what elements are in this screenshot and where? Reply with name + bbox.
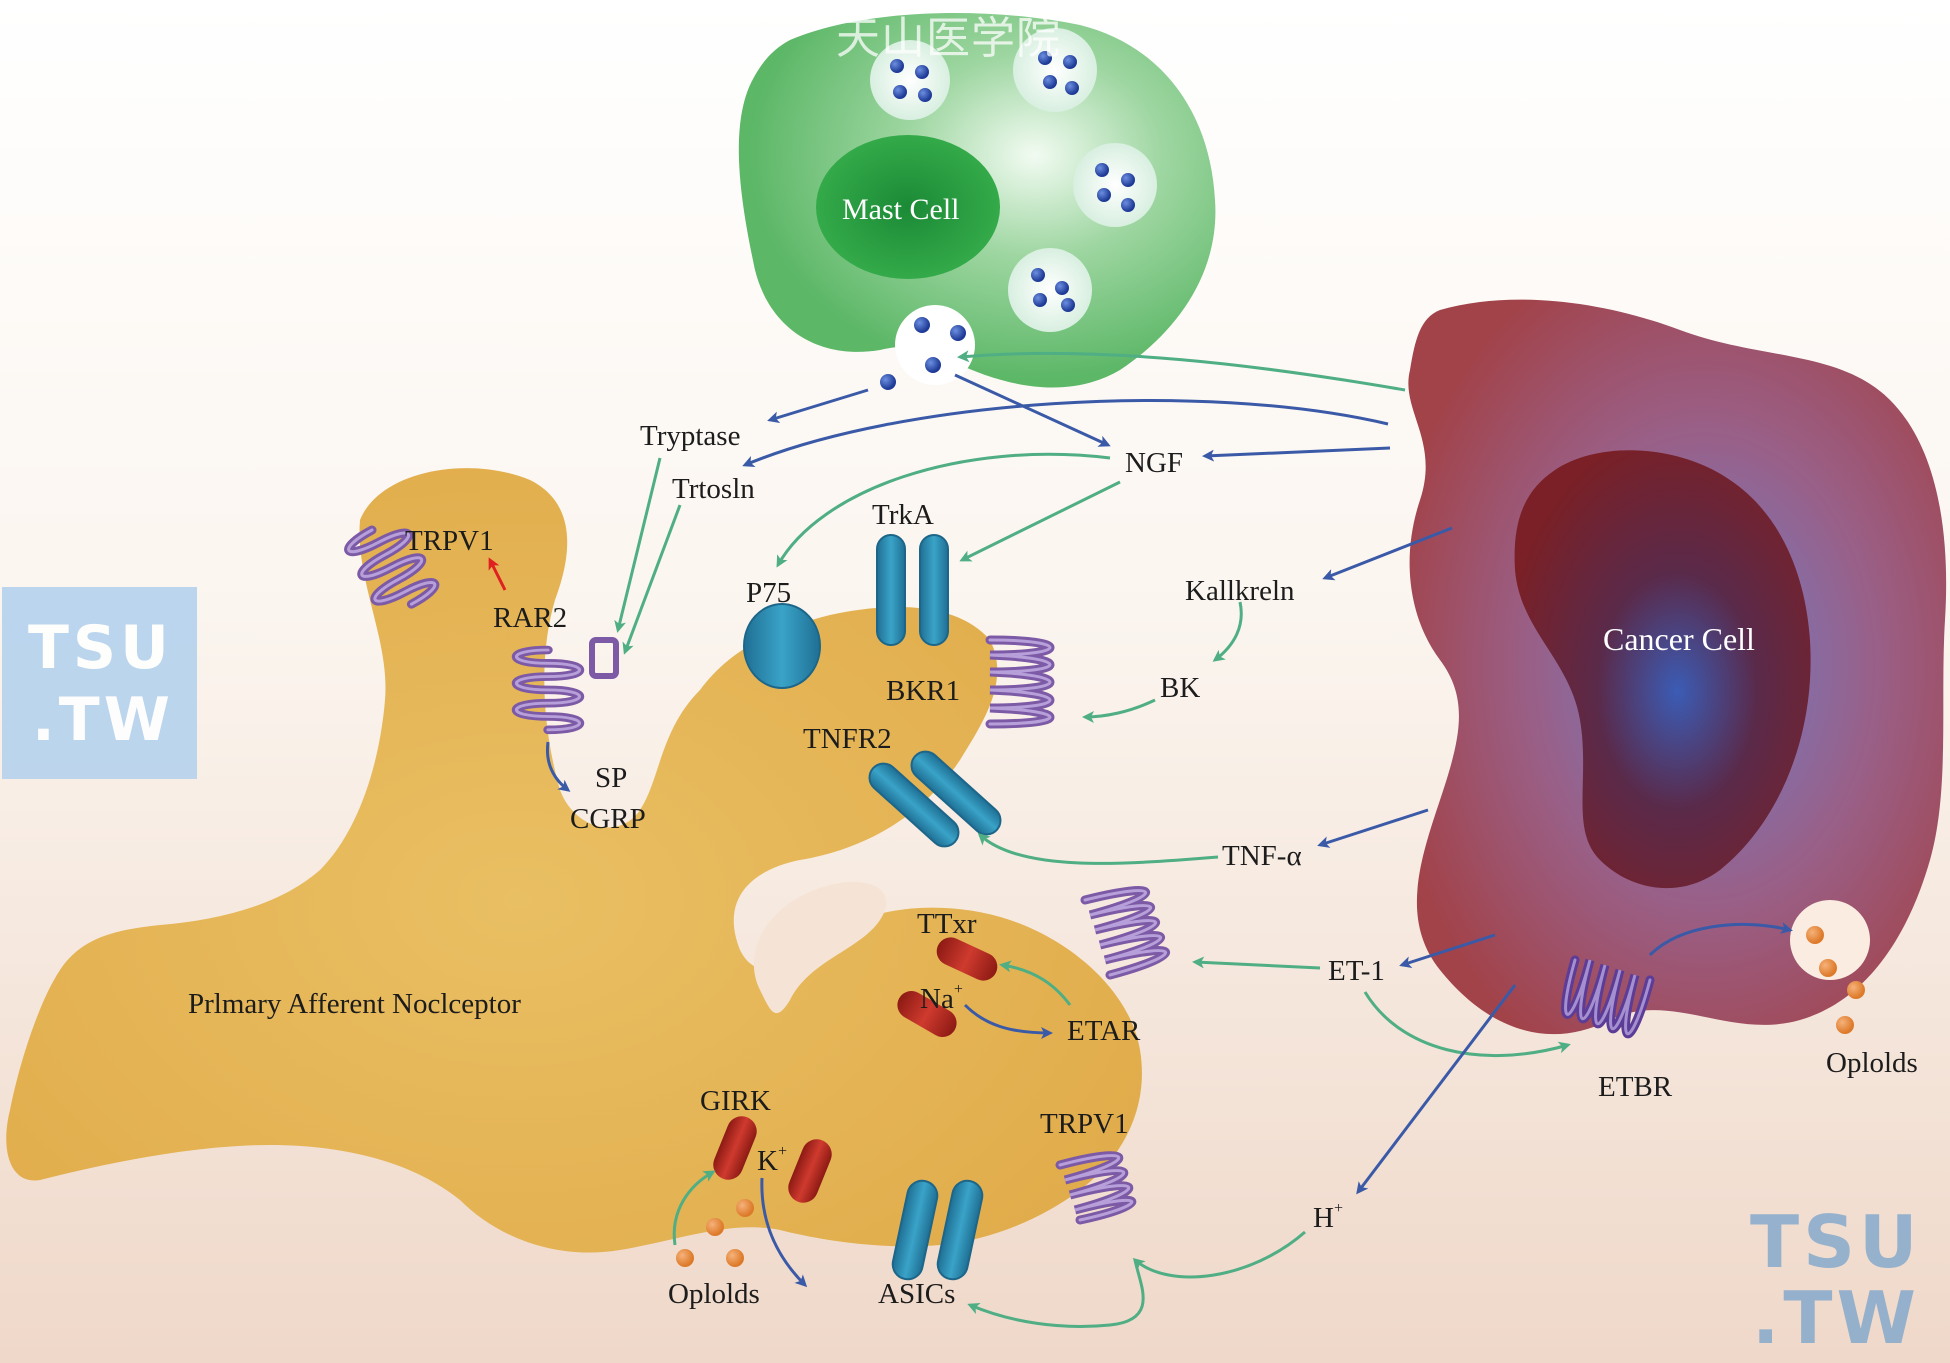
etar-label: ETAR — [1067, 1015, 1141, 1047]
trka-label: TrkA — [872, 499, 934, 531]
watermark-bottom-right: TSU .TW — [1750, 1200, 1945, 1360]
mast-granule — [870, 40, 950, 120]
tnfr2-label: TNFR2 — [803, 723, 892, 755]
rar2-tail — [589, 637, 619, 679]
tnfr2-receptor — [868, 750, 1002, 848]
kallikrein-label: Kallkreln — [1185, 575, 1295, 607]
etbr-label: ETBR — [1598, 1071, 1673, 1103]
watermark-box-left: TSU .TW — [2, 587, 197, 779]
sp-label: SP — [595, 762, 627, 794]
ttxr-label: TTxr — [917, 908, 977, 940]
opioid-dots-left — [676, 1199, 754, 1267]
girk-label: GIRK — [700, 1085, 771, 1117]
nociceptor-body — [6, 468, 1142, 1253]
cancer-cell-nucleus — [1514, 450, 1811, 889]
nociceptor-label: Prlmary Afferent Noclceptor — [188, 988, 521, 1020]
opioids-left-label: Oplolds — [668, 1278, 760, 1310]
cancer-cell-label: Cancer Cell — [1603, 621, 1755, 657]
mast-degranulation — [880, 305, 975, 390]
watermark-tsu-2: TSU — [1750, 1200, 1922, 1284]
watermark-tw-2: .TW — [1752, 1276, 1920, 1360]
ttxr-channel — [897, 937, 998, 1037]
arrows — [488, 350, 1793, 1328]
girk-channel — [713, 1116, 832, 1203]
bkr1-coil — [985, 635, 1055, 729]
opioid-dots-right — [1806, 926, 1865, 1034]
tryptase-label: Tryptase — [640, 420, 740, 452]
bkr1-label: BKR1 — [886, 675, 960, 707]
trpv1-bottom-label: TRPV1 — [1040, 1108, 1129, 1140]
h-label: H+ — [1313, 1200, 1343, 1234]
p75-receptor — [743, 603, 821, 689]
trpv1-coil-bottom — [1055, 1151, 1137, 1225]
mast-cell-label: Mast Cell — [842, 193, 960, 226]
et1-label: ET-1 — [1328, 955, 1385, 987]
k-label: K+ — [757, 1143, 787, 1177]
watermark-tw: .TW — [32, 685, 174, 755]
rar2-label: RAR2 — [493, 602, 567, 634]
mast-granule — [1073, 143, 1157, 227]
na-label: Na+ — [920, 981, 963, 1015]
mast-granule — [1013, 28, 1097, 112]
asics-channel — [891, 1179, 984, 1281]
mast-granule — [1008, 248, 1092, 332]
nociceptor-cutout — [753, 881, 887, 1014]
mast-cell-nucleus — [816, 135, 1000, 279]
trka-receptor — [876, 534, 949, 646]
p75-label: P75 — [746, 577, 791, 609]
watermark-top: 天山医学院 — [836, 13, 1061, 64]
trpv1-top-label: TRPV1 — [405, 525, 494, 557]
asics-label: ASICs — [878, 1278, 955, 1310]
tnf-alpha-label: TNF-α — [1222, 840, 1302, 872]
opioids-right-label: Oplolds — [1826, 1047, 1918, 1079]
trypsin-label: Trtosln — [672, 473, 755, 505]
watermark-tsu: TSU — [28, 613, 173, 683]
bk-label: BK — [1160, 672, 1200, 704]
opioid-vesicle — [1790, 900, 1870, 980]
etbr-coil — [1561, 955, 1655, 1039]
ngf-label: NGF — [1125, 447, 1183, 479]
etar-coil — [1080, 886, 1171, 980]
cgrp-label: CGRP — [570, 803, 646, 835]
rar2-receptor — [517, 650, 580, 730]
